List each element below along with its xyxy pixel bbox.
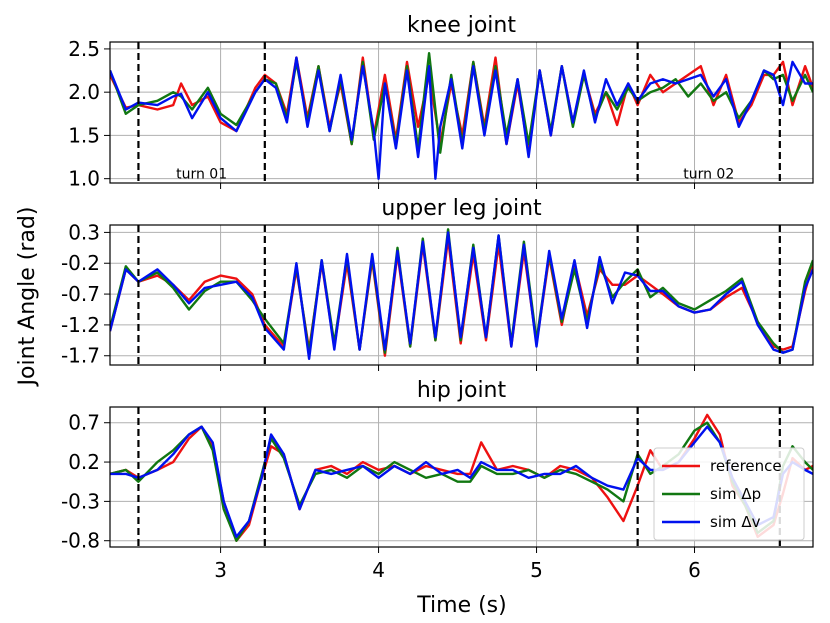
y-tick-label: -0.3 <box>61 489 100 513</box>
panel-3: 0.7 0.2 -0.3 -0.8 3 4 5 6 hip joint <box>61 378 814 582</box>
series-group <box>110 52 813 180</box>
legend-label-sim_dv: sim Δv <box>710 513 761 531</box>
series-line-sim_dv <box>110 56 813 180</box>
panel-title: upper leg joint <box>381 196 542 221</box>
turn-annotation: turn 02 <box>683 166 734 182</box>
y-tick-label: 0.2 <box>68 450 100 474</box>
y-tick-label: 2.5 <box>68 37 100 61</box>
y-tick-label: -1.7 <box>61 344 100 368</box>
panel-1: 1.0 1.5 2.0 2.5 turn 01 turn 02 knee joint <box>68 13 814 191</box>
series-line-sim_dp <box>110 228 813 354</box>
legend-box <box>653 447 805 541</box>
panel-frame <box>109 224 814 366</box>
x-tick-label: 6 <box>688 558 701 582</box>
panel-frame <box>109 406 814 548</box>
y-axis-label: Joint Angle (rad) <box>15 207 40 388</box>
panel-title: hip joint <box>417 378 507 403</box>
series-group <box>110 228 813 360</box>
legend-label-sim_dp: sim Δp <box>710 485 761 503</box>
turn-annotation: turn 01 <box>176 166 227 182</box>
y-tick-label: -0.2 <box>61 251 100 275</box>
y-tick-label: 0.7 <box>68 411 100 435</box>
legend: reference sim Δp sim Δv <box>653 447 805 541</box>
series-line-sim_dv <box>110 425 813 538</box>
y-tick-label: -0.8 <box>61 529 100 553</box>
chart-panels: 1.0 1.5 2.0 2.5 turn 01 turn 02 knee joint 0.3 -… <box>61 13 814 582</box>
y-tick-label: 2.0 <box>68 80 100 104</box>
y-tick-label: -1.2 <box>61 313 100 337</box>
series-group <box>110 413 813 542</box>
panel-title: knee joint <box>407 13 516 38</box>
panel-2: 0.3 -0.2 -0.7 -1.2 -1.7 upper leg joint <box>61 196 814 371</box>
series-line-sim_dv <box>110 231 813 360</box>
x-tick-label: 5 <box>530 558 543 582</box>
legend-label-reference: reference <box>710 457 782 475</box>
y-tick-label: 0.3 <box>68 220 100 244</box>
x-axis-label: Time (s) <box>416 593 506 618</box>
panel-frame <box>109 41 814 184</box>
x-tick-label: 4 <box>372 558 385 582</box>
y-tick-label: 1.0 <box>68 167 100 191</box>
y-tick-label: -0.7 <box>61 282 100 306</box>
y-tick-label: 1.5 <box>68 123 100 147</box>
x-tick-label: 3 <box>214 558 227 582</box>
